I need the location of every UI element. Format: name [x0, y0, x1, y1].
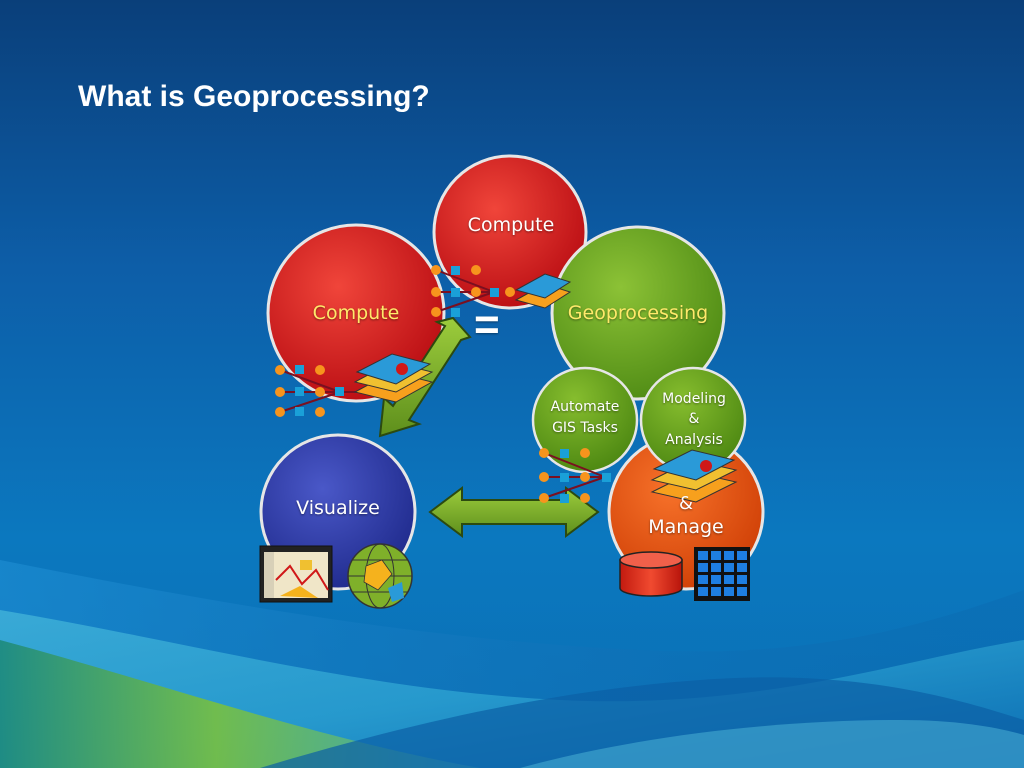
raster-layers-icon — [353, 353, 434, 403]
compute-visualize-arrow — [378, 316, 472, 438]
compute-top-label: Compute — [467, 214, 555, 236]
model-chain-icon — [275, 365, 365, 417]
model-chain-icon — [431, 265, 515, 317]
modeling-line-1: Modeling — [662, 391, 726, 407]
database-icon — [619, 551, 683, 597]
modeling-line-2: & — [688, 411, 700, 427]
automate-line-1: Automate — [550, 399, 620, 415]
visualize-label: Visualize — [296, 497, 380, 519]
raster-layers-icon — [650, 449, 738, 503]
compute-left-label: Compute — [312, 302, 400, 324]
model-chain-icon — [539, 448, 611, 503]
automate-line-2: GIS Tasks — [552, 420, 618, 436]
equals-sign: = — [474, 300, 500, 349]
manage-ampersand: & — [678, 493, 694, 514]
slide-title: What is Geoprocessing? — [78, 80, 430, 113]
globe-icon — [347, 543, 413, 609]
geoprocessing-label: Geoprocessing — [567, 302, 709, 324]
visualize-manage-arrow — [428, 486, 600, 538]
manage-label: Manage — [648, 516, 724, 538]
map-window-icon — [259, 545, 333, 603]
modeling-line-3: Analysis — [665, 432, 723, 448]
grid-table-icon — [694, 547, 750, 601]
raster-layers-icon — [514, 273, 572, 309]
geoprocessing-circle — [550, 225, 726, 401]
